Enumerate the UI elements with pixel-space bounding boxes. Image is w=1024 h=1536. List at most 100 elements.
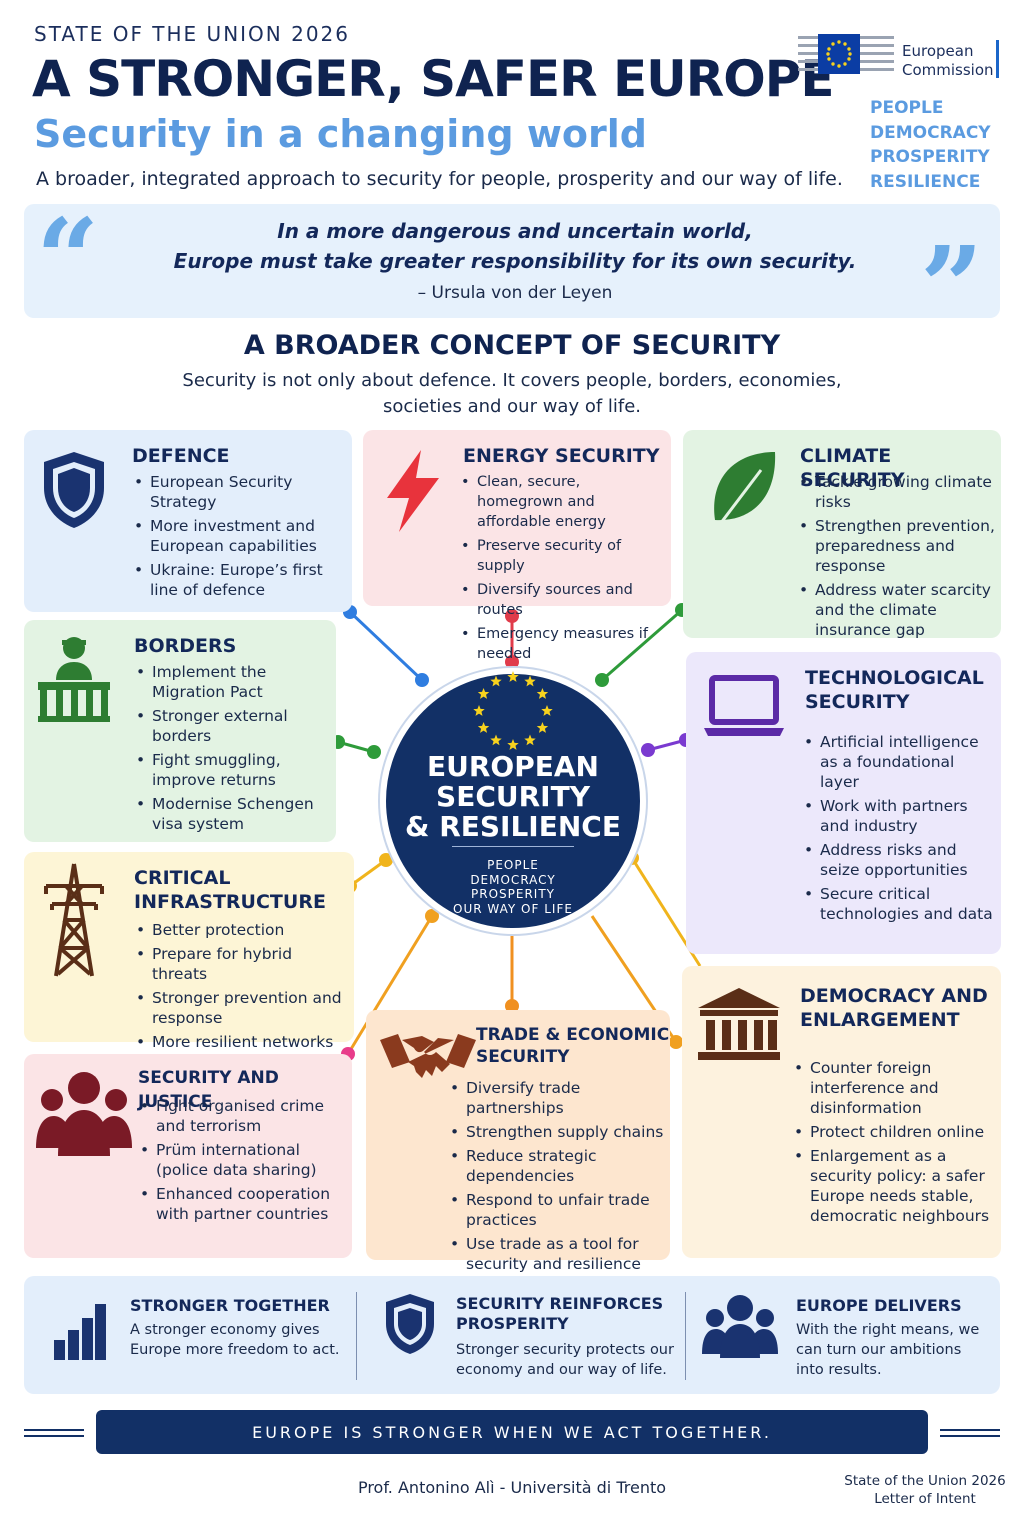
pillar-item: PEOPLE: [870, 98, 944, 118]
footer-rule-right: [940, 1429, 1000, 1431]
handshake-icon: [380, 1034, 476, 1078]
footer-banner: [96, 1410, 928, 1454]
shield-icon: [44, 452, 104, 528]
band-divider: [356, 1292, 357, 1380]
card-list: Fight organised crime and terrorism Prüm…: [138, 1096, 344, 1228]
card-list: Better protection Prepare for hybrid thr…: [134, 920, 346, 1056]
card-list: Implement the Migration Pact Stronger ex…: [134, 662, 330, 838]
author-credit: Prof. Antonino Alì - Università di Trent…: [357, 1478, 667, 1497]
list-item: Counter foreign interference and disinfo…: [792, 1058, 996, 1118]
hub-value: PEOPLE: [487, 858, 539, 872]
quote-line1: In a more dangerous and uncertain world,: [277, 219, 753, 243]
card-democracy: DEMOCRACY AND ENLARGEMENT Counter foreig…: [682, 966, 1001, 1258]
summary-band: [24, 1276, 1000, 1394]
hub-divider: [452, 846, 574, 847]
hub-title-line: EUROPEAN: [427, 750, 599, 783]
eu-star: [473, 705, 485, 716]
logo-line2: Commission: [902, 61, 994, 79]
list-item: Strengthen supply chains: [448, 1122, 664, 1142]
eu-flag-building-icon: [798, 34, 894, 74]
band-title: EUROPE DELIVERS: [796, 1296, 962, 1315]
hub-title-line: & RESILIENCE: [405, 810, 621, 843]
list-item: Work with partners and industry: [802, 796, 998, 836]
eu-star: [536, 722, 549, 733]
list-item: Fight organised crime and terrorism: [138, 1096, 344, 1136]
pillars-list: PEOPLE DEMOCRACY PROSPERITY RESILIENCE: [870, 96, 991, 194]
list-item: Address risks and seize opportunities: [802, 840, 998, 880]
card-title: TRADE & ECONOMIC SECURITY: [476, 1024, 669, 1068]
page-title: A STRONGER, SAFER EUROPE: [32, 50, 835, 108]
card-title-line: SECURITY: [805, 691, 910, 713]
eu-star: [507, 739, 519, 750]
list-item: Preserve security of supply: [459, 536, 665, 576]
eu-star: [524, 734, 536, 746]
kicker: STATE OF THE UNION 2026: [34, 22, 351, 46]
card-security-justice: SECURITY AND JUSTICE Fight organised cri…: [24, 1054, 352, 1258]
band-text: With the right means, we can turn our am…: [796, 1322, 980, 1378]
eu-star: [490, 734, 502, 746]
eu-star: [477, 722, 490, 733]
tagline: A broader, integrated approach to securi…: [36, 168, 843, 190]
logo-line1: European: [902, 42, 974, 60]
card-borders: BORDERS Implement the Migration Pact Str…: [24, 620, 336, 842]
list-item: Address water scarcity and the climate i…: [797, 580, 997, 640]
hub-title-line: SECURITY: [436, 780, 590, 813]
band-text: A stronger economy gives Europe more fre…: [130, 1322, 340, 1358]
card-title: BORDERS: [134, 635, 237, 657]
card-title: CRITICAL INFRASTRUCTURE: [134, 866, 326, 914]
pillar-item: PROSPERITY: [870, 147, 990, 167]
list-item: Reduce strategic dependencies: [448, 1146, 664, 1186]
card-title-line: TRADE & ECONOMIC: [476, 1025, 670, 1045]
list-item: Enlargement as a security policy: a safe…: [792, 1146, 996, 1226]
list-item: Clean, secure, homegrown and affordable …: [459, 472, 665, 532]
open-quote-icon: “: [36, 194, 100, 323]
quote-text: In a more dangerous and uncertain world,…: [120, 216, 910, 276]
footer-rule-right: [940, 1435, 1000, 1437]
institution-icon: [698, 988, 780, 1060]
hub-title: EUROPEAN SECURITY & RESILIENCE: [380, 752, 646, 842]
lightning-icon: [387, 450, 439, 532]
list-item: Strengthen prevention, preparedness and …: [797, 516, 997, 576]
list-item: Respond to unfair trade practices: [448, 1190, 664, 1230]
footer-rule-left: [24, 1429, 84, 1431]
bar-chart-icon: [54, 1304, 106, 1360]
card-list: Tackle growing climate risks Strengthen …: [797, 472, 997, 644]
list-item: Emergency measures if needed: [459, 624, 665, 664]
eu-star: [477, 688, 490, 699]
card-title: TECHNOLOGICAL SECURITY: [805, 666, 984, 714]
ec-logo-text: European Commission: [902, 42, 994, 80]
pillar-item: RESILIENCE: [870, 171, 981, 192]
eu-stars-icon: [473, 671, 553, 750]
hub-values: PEOPLE DEMOCRACY PROSPERITY OUR WAY OF L…: [380, 858, 646, 916]
laptop-icon: [704, 675, 784, 736]
card-technological: TECHNOLOGICAL SECURITY Artificial intell…: [686, 652, 1001, 954]
quote-line2: Europe must take greater responsibility …: [173, 249, 857, 273]
list-item: Use trade as a tool for security and res…: [448, 1234, 664, 1274]
list-item: Diversify sources and routes: [459, 580, 665, 620]
band-divider: [685, 1292, 686, 1380]
band-title: SECURITY REINFORCES PROSPERITY: [456, 1294, 664, 1333]
section-subtitle: Security is not only about defence. It c…: [182, 370, 842, 417]
central-hub: [380, 668, 646, 934]
document-label-line: Letter of Intent: [874, 1491, 976, 1507]
card-defence: DEFENCE European Security Strategy More …: [24, 430, 352, 612]
list-item: Enhanced cooperation with partner countr…: [138, 1184, 344, 1224]
eu-star: [507, 671, 519, 682]
list-item: Prüm international (police data sharing): [138, 1140, 344, 1180]
section-title: A BROADER CONCEPT OF SECURITY: [243, 330, 781, 361]
list-item: Implement the Migration Pact: [134, 662, 330, 702]
card-list: Counter foreign interference and disinfo…: [792, 1058, 996, 1230]
list-item: Better protection: [134, 920, 346, 940]
list-item: More resilient networks: [134, 1032, 346, 1052]
pillar-item: DEMOCRACY: [870, 122, 991, 143]
people-group-icon: [702, 1295, 778, 1358]
card-title: DEFENCE: [132, 445, 230, 467]
card-title: DEMOCRACY AND ENLARGEMENT: [800, 984, 988, 1032]
list-item: Ukraine: Europe’s first line of defence: [132, 560, 347, 600]
card-list: European Security Strategy More investme…: [132, 472, 347, 604]
page-subtitle: Security in a changing world: [34, 112, 647, 156]
eu-star: [536, 688, 549, 699]
list-item: Artificial intelligence as a foundationa…: [802, 732, 998, 792]
list-item: Stronger prevention and response: [134, 988, 346, 1028]
logo-divider: [996, 40, 999, 78]
